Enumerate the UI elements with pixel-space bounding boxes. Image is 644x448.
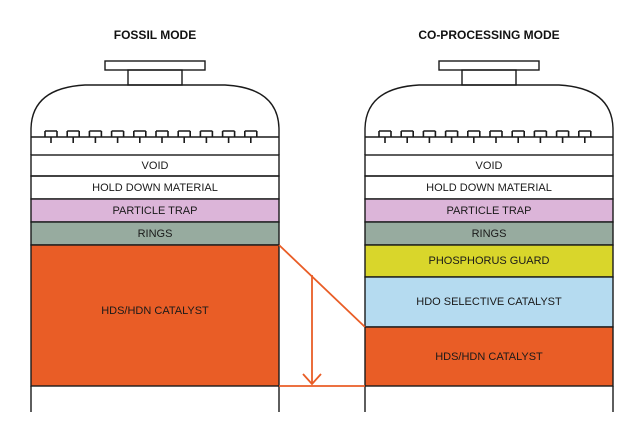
- coprocessing-mode-title: CO-PROCESSING MODE: [418, 28, 559, 42]
- connector-arrow-head: [302, 373, 322, 386]
- coprocessing-dome: [364, 84, 614, 155]
- coprocessing-hdo-catalyst-layer: [364, 276, 614, 328]
- fossil-hold-down-label: HOLD DOWN MATERIAL: [92, 182, 218, 194]
- fossil-bubble-cap-icon: [199, 130, 214, 143]
- coprocessing-bubble-cap-icon: [444, 130, 459, 143]
- coprocessing-nozzle-neck: [461, 69, 517, 86]
- coprocessing-bubble-cap-icon: [489, 130, 503, 143]
- fossil-reactor: FOSSIL MODE VOID HOLD DOWN MATERIAL PART…: [30, 28, 280, 412]
- fossil-particle-trap-label: PARTICLE TRAP: [113, 205, 198, 217]
- fossil-hds-catalyst-layer: [30, 244, 280, 387]
- fossil-hds-catalyst-label: HDS/HDN CATALYST: [101, 305, 209, 317]
- fossil-mode-title: FOSSIL MODE: [114, 28, 196, 42]
- coprocessing-bubble-cap-icon: [400, 130, 414, 143]
- fossil-bubble-cap-icon: [155, 130, 169, 143]
- fossil-bubble-cap-icon: [66, 130, 80, 143]
- fossil-bubble-cap-icon: [133, 130, 147, 143]
- connector-diagonal-line: [278, 244, 366, 328]
- coprocessing-bubble-cap-icon: [511, 130, 525, 143]
- coprocessing-phosphorus-guard-label: PHOSPHORUS GUARD: [428, 255, 549, 267]
- coprocessing-hds-catalyst-label: HDS/HDN CATALYST: [435, 351, 543, 363]
- coprocessing-hold-down-label: HOLD DOWN MATERIAL: [426, 182, 552, 194]
- fossil-bubble-cap-icon: [88, 130, 103, 143]
- coprocessing-bubble-cap-icon: [467, 130, 481, 143]
- fossil-bubble-cap-icon: [177, 130, 191, 143]
- fossil-bubble-cap-icon: [110, 130, 125, 143]
- coprocessing-bubble-cap-icon: [578, 130, 592, 143]
- coprocessing-bubble-cap-icon: [533, 130, 548, 143]
- coprocessing-hdo-catalyst-label: HDO SELECTIVE CATALYST: [416, 296, 562, 308]
- coprocessing-distributor-tray: [365, 130, 613, 143]
- catalyst-volume-connector: [278, 244, 366, 387]
- coprocessing-void-label: VOID: [476, 160, 503, 172]
- fossil-bubble-cap-icon: [244, 130, 258, 143]
- fossil-void-label: VOID: [142, 160, 169, 172]
- coprocessing-bubble-cap-icon: [378, 130, 392, 143]
- fossil-bubble-cap-icon: [221, 130, 236, 143]
- coprocessing-bubble-cap-icon: [422, 130, 437, 143]
- fossil-rings-label: RINGS: [138, 228, 173, 240]
- coprocessing-rings-label: RINGS: [472, 228, 507, 240]
- coprocessing-particle-trap-label: PARTICLE TRAP: [447, 205, 532, 217]
- coprocessing-hds-catalyst-layer: [364, 326, 614, 387]
- fossil-nozzle-neck: [127, 69, 183, 86]
- fossil-distributor-tray: [31, 130, 279, 143]
- fossil-nozzle-flange: [104, 60, 206, 71]
- coprocessing-reactor: CO-PROCESSING MODE VOID HOLD DOWN MATERI…: [364, 28, 614, 412]
- fossil-dome: [30, 84, 280, 155]
- coprocessing-nozzle-flange: [438, 60, 540, 71]
- coprocessing-bubble-cap-icon: [555, 130, 570, 143]
- fossil-bubble-cap-icon: [44, 130, 58, 143]
- coprocessing-phosphorus-guard-layer: [364, 244, 614, 278]
